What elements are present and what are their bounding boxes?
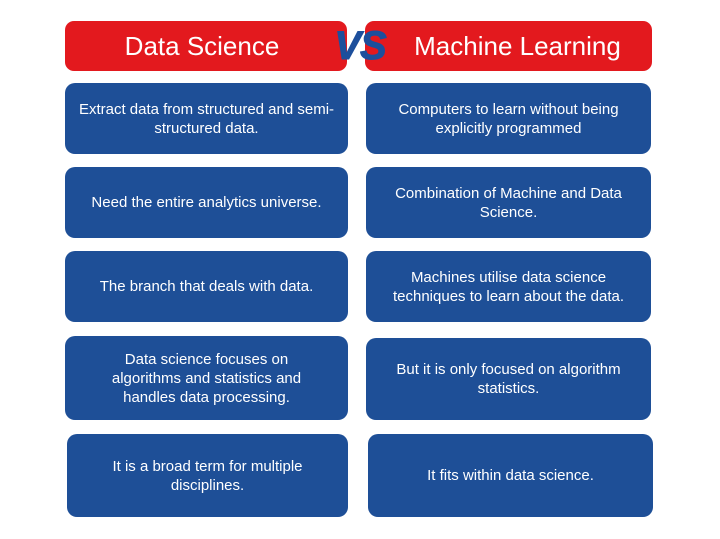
machine-learning-point-5: It fits within data science. — [368, 434, 653, 517]
machine-learning-point-2: Combination of Machine and Data Science. — [366, 167, 651, 238]
data-science-point-1: Extract data from structured and semi-st… — [65, 83, 348, 154]
machine-learning-point-4: But it is only focused on algorithm stat… — [366, 338, 651, 420]
data-science-point-2: Need the entire analytics universe. — [65, 167, 348, 238]
data-science-point-3: The branch that deals with data. — [65, 251, 348, 322]
data-science-header: Data Science — [65, 21, 347, 71]
data-science-point-4: Data science focuses on algorithms and s… — [65, 336, 348, 420]
machine-learning-title: Machine Learning — [414, 30, 621, 61]
machine-learning-point-3: Machines utilise data science techniques… — [366, 251, 651, 322]
data-science-title: Data Science — [124, 30, 280, 61]
vs-separator: VS — [334, 23, 387, 68]
data-science-point-5: It is a broad term for multiple discipli… — [67, 434, 348, 517]
machine-learning-point-1: Computers to learn without being explici… — [366, 83, 651, 154]
machine-learning-header: Machine Learning — [365, 21, 652, 71]
